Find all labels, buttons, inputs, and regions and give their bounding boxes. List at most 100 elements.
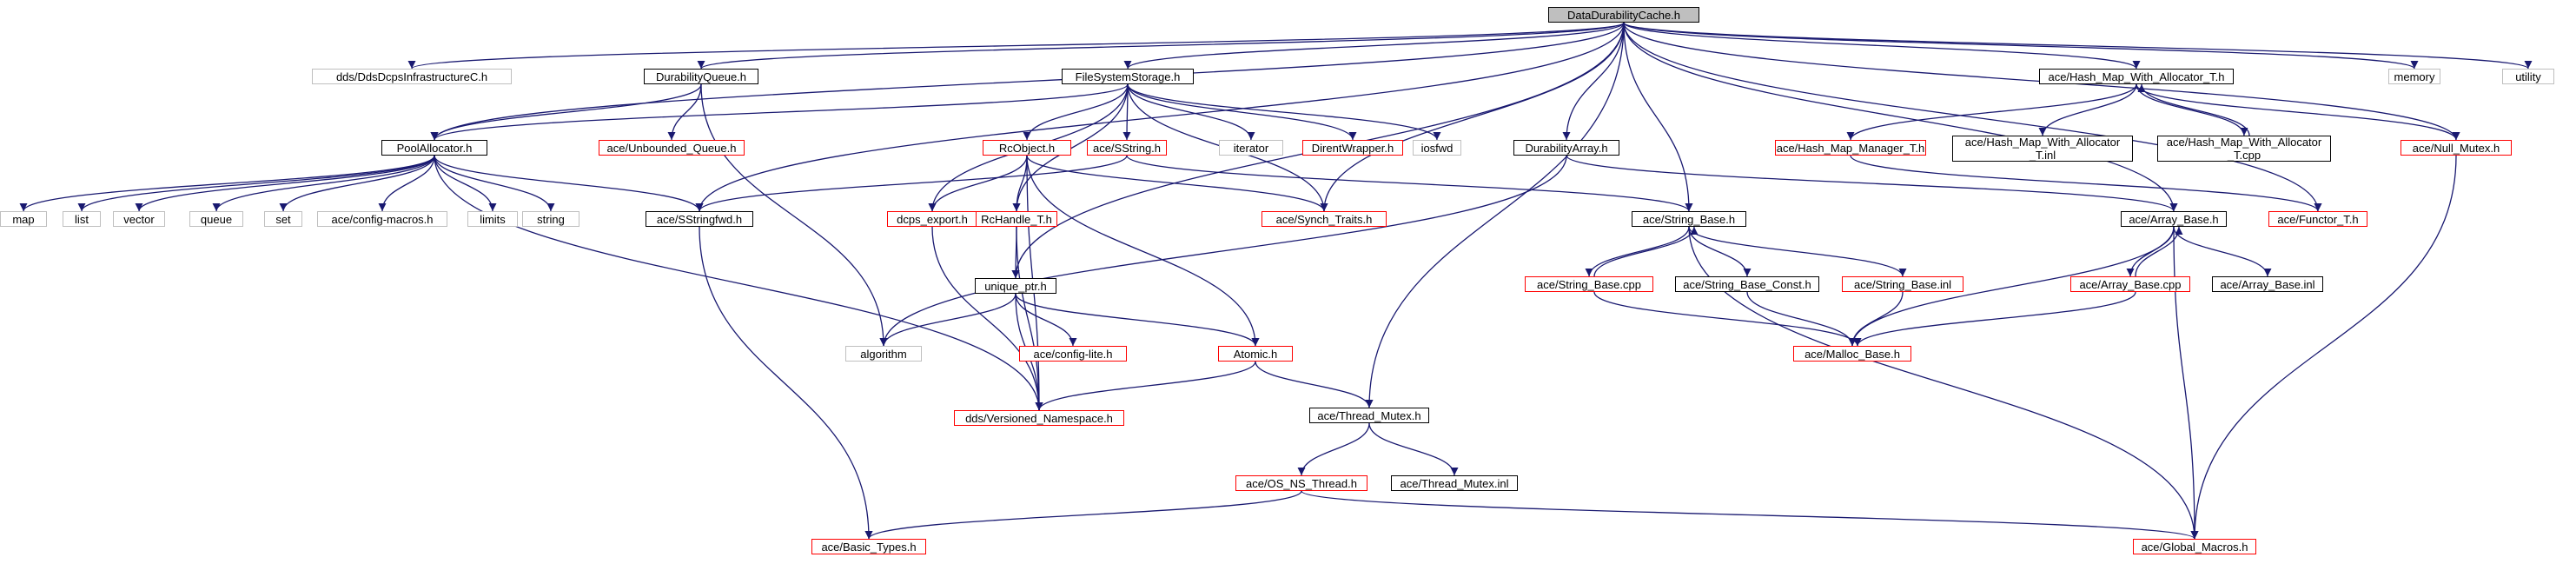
edge-rchandle-to-versns bbox=[1016, 226, 1043, 411]
node-hmwa_inl[interactable]: ace/Hash_Map_With_Allocator _T.inl bbox=[1952, 136, 2133, 162]
edge-strbasecpp-to-mallocbase bbox=[1593, 291, 1862, 347]
edge-hmwa-to-hmm bbox=[1846, 83, 2137, 141]
node-strbasecpp[interactable]: ace/String_Base.cpp bbox=[1525, 276, 1653, 292]
node-utility[interactable]: utility bbox=[2502, 69, 2554, 84]
edge-root-to-fss bbox=[1123, 22, 1625, 70]
node-arrbaseinl[interactable]: ace/Array_Base.inl bbox=[2212, 276, 2323, 292]
node-poolalloc[interactable]: PoolAllocator.h bbox=[381, 140, 487, 156]
edge-fss-to-rcobj bbox=[1023, 83, 1129, 141]
edge-arrbasecpp-to-arrbase bbox=[2135, 226, 2183, 277]
edge-strbase-to-globalmacros bbox=[1688, 226, 2199, 540]
node-rchandle[interactable]: RcHandle_T.h bbox=[976, 211, 1057, 227]
edge-poolalloc-to-set bbox=[279, 155, 435, 212]
edge-rcobj-to-dcpsexport bbox=[928, 155, 1028, 212]
edge-osnsthread-to-globalmacros bbox=[1301, 490, 2199, 540]
node-synch[interactable]: ace/Synch_Traits.h bbox=[1262, 211, 1387, 227]
node-vector[interactable]: vector bbox=[113, 211, 165, 227]
node-memory[interactable]: memory bbox=[2388, 69, 2440, 84]
edge-strbase-to-strbasecpp bbox=[1585, 226, 1690, 277]
node-strbaseconst[interactable]: ace/String_Base_Const.h bbox=[1675, 276, 1819, 292]
node-acesstring[interactable]: ace/SString.h bbox=[1087, 140, 1167, 156]
node-unbq[interactable]: ace/Unbounded_Queue.h bbox=[599, 140, 745, 156]
node-iosfwd[interactable]: iosfwd bbox=[1413, 140, 1461, 156]
node-hmwa[interactable]: ace/Hash_Map_With_Allocator_T.h bbox=[2039, 69, 2234, 84]
edge-strbaseconst-to-mallocbase bbox=[1746, 291, 1857, 347]
node-strbaseinl[interactable]: ace/String_Base.inl bbox=[1842, 276, 1963, 292]
edge-fss-to-poolalloc bbox=[430, 83, 1129, 141]
node-cfglite[interactable]: ace/config-lite.h bbox=[1019, 346, 1127, 362]
node-duraarr[interactable]: DurabilityArray.h bbox=[1513, 140, 1619, 156]
edge-strbasecpp-to-strbase bbox=[1593, 226, 1699, 277]
edge-root-to-arrbase bbox=[1623, 22, 2178, 212]
edge-root-to-sstringfwd bbox=[695, 22, 1625, 212]
node-basictypes[interactable]: ace/Basic_Types.h bbox=[811, 539, 926, 554]
node-fss[interactable]: FileSystemStorage.h bbox=[1062, 69, 1194, 84]
node-limits[interactable]: limits bbox=[467, 211, 518, 227]
edge-durq-to-poolalloc bbox=[430, 83, 702, 141]
node-durq[interactable]: DurabilityQueue.h bbox=[644, 69, 758, 84]
edge-root-to-synch bbox=[1320, 22, 1625, 212]
edge-poolalloc-to-versns bbox=[434, 155, 1043, 411]
edge-rcobj-to-atomic bbox=[1026, 155, 1260, 347]
edge-acesstring-to-sstringfwd bbox=[695, 155, 1128, 212]
edge-hmwa-to-hmwa_cpp bbox=[2136, 83, 2248, 136]
node-rcobj[interactable]: RcObject.h bbox=[983, 140, 1071, 156]
node-versns[interactable]: dds/Versioned_Namespace.h bbox=[954, 410, 1124, 426]
edge-poolalloc-to-queue bbox=[212, 155, 435, 212]
node-queue[interactable]: queue bbox=[189, 211, 243, 227]
edge-arrbase-to-mallocbase bbox=[1848, 226, 2175, 347]
node-thrmutex[interactable]: ace/Thread_Mutex.h bbox=[1309, 408, 1429, 423]
node-set[interactable]: set bbox=[264, 211, 302, 227]
edge-root-to-hmwa bbox=[1623, 22, 2141, 70]
edge-root-to-dds_infra bbox=[407, 22, 1625, 70]
edge-root-to-poolalloc bbox=[430, 22, 1625, 141]
edge-strbaseinl-to-mallocbase bbox=[1848, 291, 1904, 347]
node-root[interactable]: DataDurabilityCache.h bbox=[1548, 7, 1699, 23]
node-mallocbase[interactable]: ace/Malloc_Base.h bbox=[1793, 346, 1911, 362]
node-hmwa_cpp[interactable]: ace/Hash_Map_With_Allocator _T.cpp bbox=[2157, 136, 2331, 162]
edge-poolalloc-to-vector bbox=[135, 155, 435, 212]
node-arrbase[interactable]: ace/Array_Base.h bbox=[2121, 211, 2227, 227]
node-hmm[interactable]: ace/Hash_Map_Manager_T.h bbox=[1775, 140, 1926, 156]
edge-hmwa-to-nullmutex bbox=[2136, 83, 2460, 141]
node-thrmutexinl[interactable]: ace/Thread_Mutex.inl bbox=[1391, 475, 1518, 491]
edge-osnsthread-to-basictypes bbox=[864, 490, 1302, 540]
edge-fss-to-dirent bbox=[1127, 83, 1357, 141]
node-map[interactable]: map bbox=[0, 211, 47, 227]
edge-duraarr-to-algorithm bbox=[879, 155, 1567, 347]
edge-poolalloc-to-sstringfwd bbox=[434, 155, 704, 212]
node-string[interactable]: string bbox=[522, 211, 579, 227]
edge-hmwa-to-hmwa_inl bbox=[2038, 83, 2137, 136]
edge-acesstring-to-strbase bbox=[1126, 155, 1693, 212]
node-cfgmacros[interactable]: ace/config-macros.h bbox=[317, 211, 447, 227]
edge-atomic-to-versns bbox=[1035, 361, 1256, 411]
node-nullmutex[interactable]: ace/Null_Mutex.h bbox=[2401, 140, 2512, 156]
node-strbase[interactable]: ace/String_Base.h bbox=[1632, 211, 1746, 227]
node-dds_infra[interactable]: dds/DdsDcpsInfrastructureC.h bbox=[312, 69, 512, 84]
node-dirent[interactable]: DirentWrapper.h bbox=[1302, 140, 1403, 156]
edge-strbase-to-strbaseinl bbox=[1688, 226, 1907, 277]
node-functor[interactable]: ace/Functor_T.h bbox=[2268, 211, 2367, 227]
edge-root-to-memory bbox=[1623, 22, 2419, 70]
edge-poolalloc-to-limits bbox=[434, 155, 497, 212]
edge-fss-to-iterator bbox=[1127, 83, 1255, 141]
node-iterator[interactable]: iterator bbox=[1219, 140, 1283, 156]
edge-hmwa_cpp-to-hmwa bbox=[2137, 83, 2250, 136]
node-algorithm[interactable]: algorithm bbox=[845, 346, 922, 362]
edge-durq-to-algorithm bbox=[700, 83, 888, 347]
edge-uniqueptr-to-atomic bbox=[1015, 293, 1260, 347]
node-uniqueptr[interactable]: unique_ptr.h bbox=[975, 278, 1056, 294]
node-dcpsexport[interactable]: dcps_export.h bbox=[887, 211, 977, 227]
edge-poolalloc-to-map bbox=[19, 155, 435, 212]
edge-root-to-thrmutex bbox=[1365, 22, 1625, 408]
node-globalmacros[interactable]: ace/Global_Macros.h bbox=[2133, 539, 2256, 554]
node-osnsthread[interactable]: ace/OS_NS_Thread.h bbox=[1235, 475, 1367, 491]
node-atomic[interactable]: Atomic.h bbox=[1218, 346, 1293, 362]
node-list[interactable]: list bbox=[63, 211, 101, 227]
edge-fss-to-rchandle bbox=[1012, 83, 1129, 212]
edge-poolalloc-to-list bbox=[77, 155, 435, 212]
edge-root-to-utility bbox=[1623, 22, 2533, 70]
node-arrbasecpp[interactable]: ace/Array_Base.cpp bbox=[2070, 276, 2190, 292]
edge-arrbasecpp-to-mallocbase bbox=[1853, 291, 2136, 347]
node-sstringfwd[interactable]: ace/SStringfwd.h bbox=[646, 211, 753, 227]
